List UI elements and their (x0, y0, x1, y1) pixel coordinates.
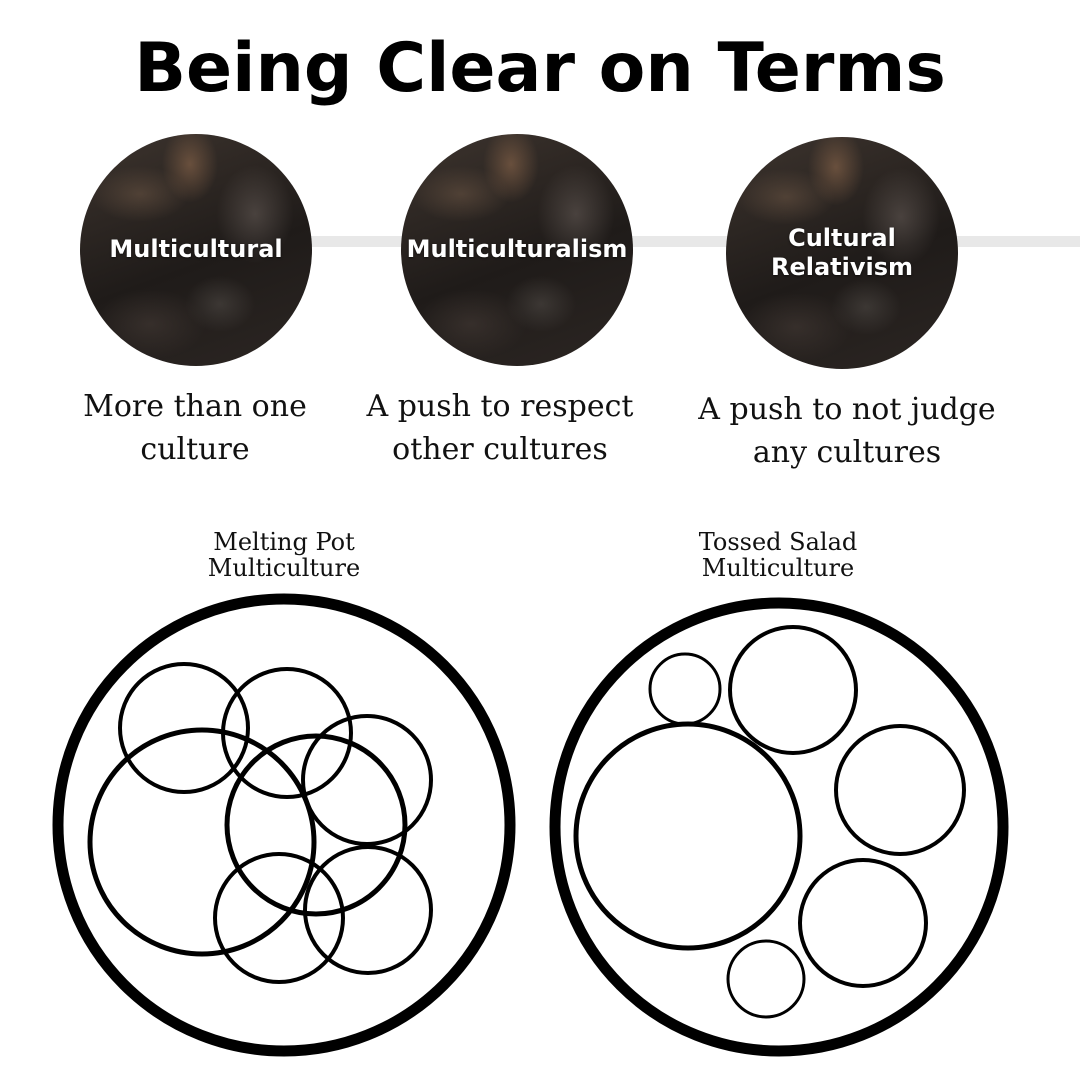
term-label-multiculturalism: Multiculturalism (406, 235, 628, 264)
tossed-salad-diagram (549, 597, 1009, 1057)
melting-pot-outer-circle (52, 593, 516, 1057)
melting-pot-culture-circle (301, 714, 433, 846)
definition-cultural-relativism: A push to not judge any cultures (698, 392, 996, 470)
tossed-salad-culture-circle (798, 858, 928, 988)
melting-pot-culture-circle (224, 733, 408, 917)
tossed-salad-culture-circle (728, 625, 858, 755)
melting-pot-diagram (52, 593, 516, 1057)
tossed-salad-culture-circle (573, 721, 803, 951)
tossed-salad-culture-circle (648, 652, 722, 726)
definition-multicultural: More than one culture (83, 389, 307, 467)
tossed-salad-label: Tossed Salad Multiculture (698, 528, 858, 582)
tossed-salad-outer-circle (549, 597, 1009, 1057)
term-circle-multicultural: Multicultural (80, 134, 312, 366)
definition-multiculturalism: A push to respect other cultures (366, 389, 634, 467)
melting-pot-culture-circle (303, 845, 433, 975)
term-label-cultural-relativism: Cultural Relativism (770, 223, 914, 281)
page-title: Being Clear on Terms (134, 29, 946, 108)
term-circle-cultural-relativism: Cultural Relativism (726, 137, 958, 369)
melting-pot-culture-circle (213, 852, 345, 984)
tossed-salad-culture-circle (834, 724, 966, 856)
melting-pot-culture-circle (87, 727, 317, 957)
tossed-salad-culture-circle (726, 939, 806, 1019)
term-circle-multiculturalism: Multiculturalism (401, 134, 633, 366)
melting-pot-label: Melting Pot Multiculture (207, 528, 361, 582)
connector-line (300, 236, 1080, 247)
melting-pot-culture-circle (118, 662, 250, 794)
term-label-multicultural: Multicultural (109, 235, 283, 264)
